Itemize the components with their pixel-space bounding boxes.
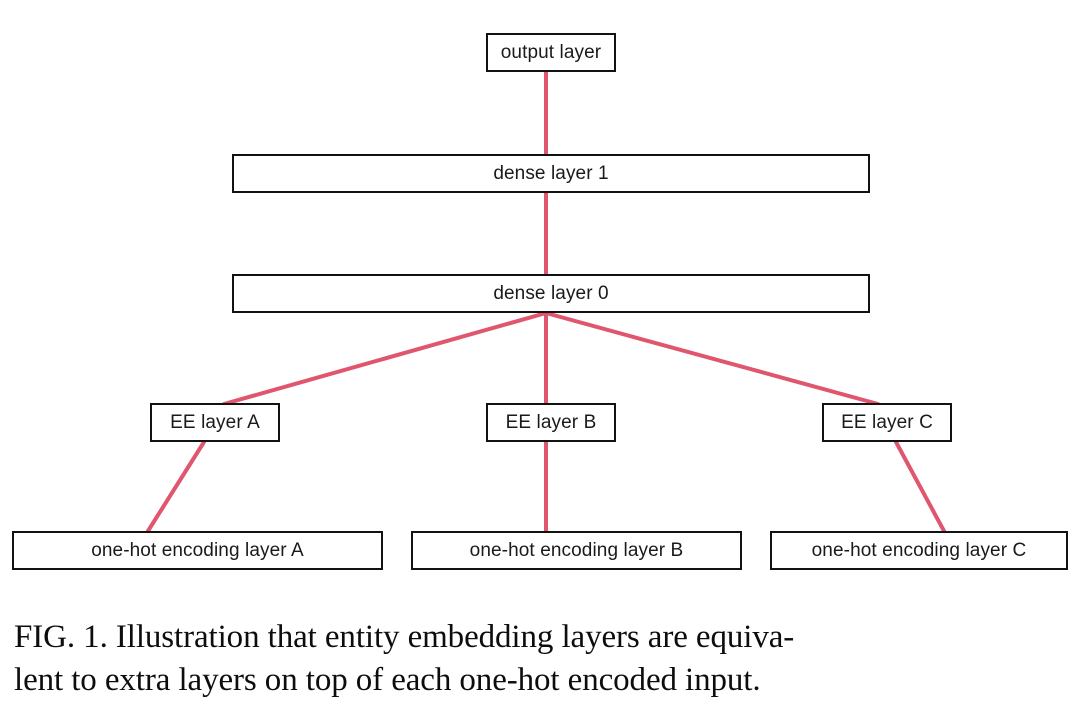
edge-eeA-to-dense0 xyxy=(222,311,548,406)
edge-onehotC-to-eeC xyxy=(894,440,946,533)
node-ee-layer-a[interactable]: EE layer A xyxy=(150,403,280,442)
network-diagram: output layer dense layer 1 dense layer 0… xyxy=(12,33,1068,570)
node-onehot-layer-a[interactable]: one-hot encoding layer A xyxy=(12,531,383,570)
node-output-layer[interactable]: output layer xyxy=(486,33,616,72)
node-dense-layer-1[interactable]: dense layer 1 xyxy=(232,154,870,193)
node-dense-layer-0[interactable]: dense layer 0 xyxy=(232,274,870,313)
caption-line-2: lent to extra layers on top of each one-… xyxy=(14,661,761,698)
edge-eeC-to-dense0 xyxy=(544,311,880,406)
node-onehot-layer-c[interactable]: one-hot encoding layer C xyxy=(770,531,1068,570)
node-ee-layer-b[interactable]: EE layer B xyxy=(486,403,616,442)
edge-onehotA-to-eeA xyxy=(146,440,206,533)
node-onehot-layer-b[interactable]: one-hot encoding layer B xyxy=(411,531,742,570)
caption-line-1: FIG. 1. Illustration that entity embeddi… xyxy=(14,619,795,655)
node-ee-layer-c[interactable]: EE layer C xyxy=(822,403,952,442)
figure-caption: FIG. 1. Illustration that entity embeddi… xyxy=(14,616,1066,702)
